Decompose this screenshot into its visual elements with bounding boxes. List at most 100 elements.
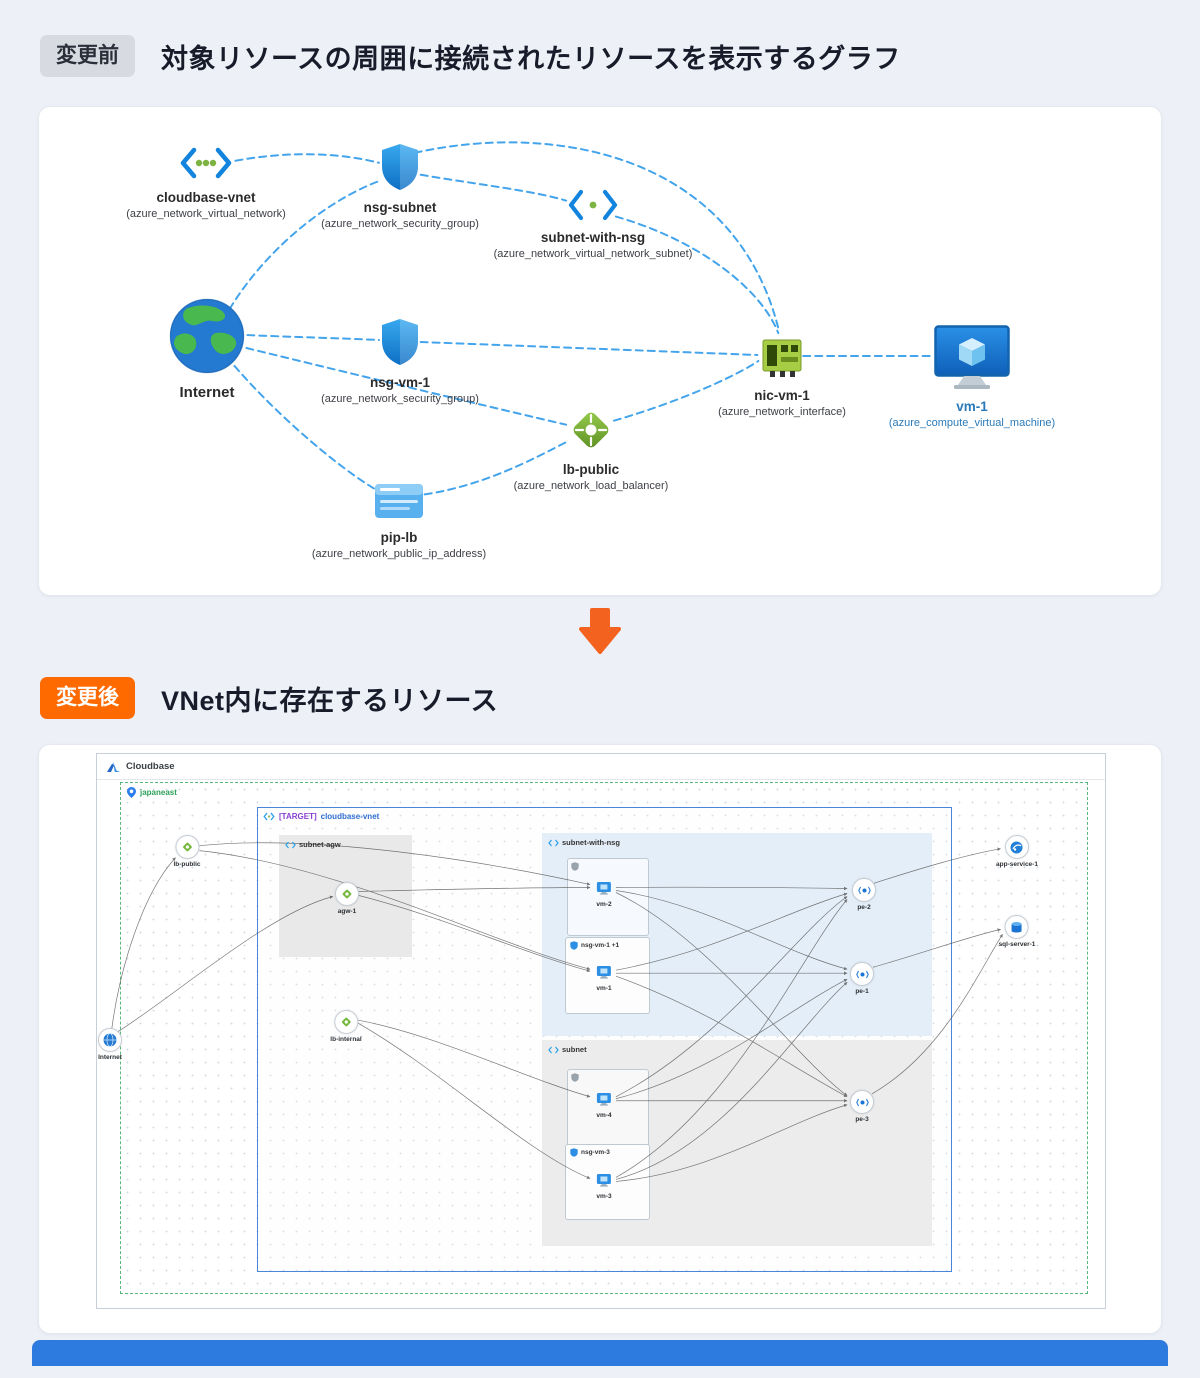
- subnet-icon: [453, 189, 733, 221]
- node-pip-lb[interactable]: pip-lb (azure_network_public_ip_address): [259, 481, 539, 561]
- app-edges-canvas: [111, 842, 1003, 1182]
- sql-server-icon: [1011, 921, 1022, 932]
- virtual-machine-icon: [597, 1093, 611, 1106]
- app-node-vm-1[interactable]: vm-1: [596, 965, 612, 992]
- virtual-machine-icon: [832, 325, 1112, 390]
- brand-logo-icon: [107, 761, 120, 772]
- graph-edges-canvas: [228, 141, 932, 496]
- node-nsg-subnet[interactable]: nsg-subnet (azure_network_security_group…: [260, 143, 540, 231]
- network-security-group-icon: [260, 318, 540, 366]
- app-service-icon: [1010, 841, 1023, 853]
- node-label: Internet: [179, 384, 235, 401]
- node-label: vm-1: [956, 399, 988, 414]
- app-node-pe-2[interactable]: pe-2: [852, 878, 876, 911]
- app-node-vm-4[interactable]: vm-4: [596, 1092, 612, 1119]
- virtual-machine-icon: [597, 966, 611, 979]
- app-node-label: lb-public: [173, 861, 201, 868]
- subnet-agw-label: subnet-agw: [285, 840, 341, 849]
- app-node-label: pe-1: [855, 988, 869, 995]
- node-subnet-with-nsg[interactable]: subnet-with-nsg (azure_network_virtual_n…: [453, 189, 733, 261]
- app-node-lb-internal[interactable]: lb-internal: [330, 1010, 362, 1043]
- node-subtype: (azure_network_virtual_network_subnet): [493, 247, 693, 260]
- node-subtype: (azure_compute_virtual_machine): [888, 416, 1056, 429]
- app-node-vm-2[interactable]: vm-2: [596, 881, 612, 908]
- node-subtype: (azure_network_public_ip_address): [311, 547, 487, 560]
- nsg-vm-3-box-header: nsg-vm-3: [566, 1145, 649, 1157]
- target-name: cloudbase-vnet: [320, 812, 380, 821]
- before-title: 対象リソースの周囲に接続されたリソースを表示するグラフ: [161, 43, 901, 74]
- virtual-network-icon: [66, 145, 346, 181]
- bottom-bar: [32, 1340, 1168, 1366]
- node-nsg-vm-1[interactable]: nsg-vm-1 (azure_network_security_group): [260, 318, 540, 406]
- load-balancer-icon: [341, 1017, 351, 1027]
- virtual-machine-icon: [597, 882, 611, 895]
- before-header: 変更前 対象リソースの周囲に接続されたリソースを表示するグラフ: [40, 30, 1200, 82]
- node-label: nsg-vm-1: [369, 375, 430, 390]
- after-badge: 変更後: [40, 677, 135, 719]
- node-subtype: (azure_network_interface): [718, 405, 846, 418]
- internet-globe-icon: [67, 297, 347, 375]
- node-cloudbase-vnet[interactable]: cloudbase-vnet (azure_network_virtual_ne…: [66, 145, 346, 221]
- node-internet[interactable]: Internet: [67, 297, 347, 403]
- before-badge: 変更前: [40, 35, 135, 77]
- app-header: Cloudbase: [97, 754, 1105, 780]
- app-node-label: vm-4: [596, 1112, 612, 1119]
- app-node-agw-1[interactable]: agw-1: [335, 882, 359, 915]
- subnet-agw-name: subnet-agw: [299, 840, 341, 849]
- network-security-group-icon: [260, 143, 540, 191]
- nsg-vm-1-box-name: nsg-vm-1 +1: [581, 942, 620, 949]
- public-ip-icon: [259, 481, 539, 521]
- region-name: japaneast: [140, 788, 177, 797]
- app-node-label: vm-3: [596, 1193, 612, 1200]
- private-endpoint-icon: [857, 886, 871, 894]
- network-interface-icon: [642, 333, 922, 379]
- target-prefix: [TARGET]: [279, 812, 317, 821]
- private-endpoint-icon: [855, 1098, 869, 1106]
- before-graph-card: cloudbase-vnet (azure_network_virtual_ne…: [38, 106, 1162, 596]
- down-arrow-icon: [579, 608, 621, 654]
- app-node-label: sql-server-1: [998, 941, 1036, 948]
- virtual-network-icon: [263, 812, 275, 821]
- application-gateway-icon: [342, 889, 352, 899]
- shield-icon: [571, 862, 579, 871]
- virtual-machine-icon: [597, 1174, 611, 1187]
- after-app-card: Cloudbase japaneast [TARGET] cloudbase-v…: [38, 744, 1162, 1334]
- node-label: cloudbase-vnet: [156, 190, 256, 205]
- subnet-label: subnet: [548, 1045, 587, 1054]
- app-node-label: lb-internal: [330, 1036, 362, 1043]
- subnet-icon: [548, 839, 559, 846]
- internet-globe-icon: [103, 1033, 117, 1047]
- target-vnet-label: [TARGET] cloudbase-vnet: [263, 812, 379, 821]
- load-balancer-icon: [451, 407, 731, 453]
- app-node-app-service-1[interactable]: app-service-1: [996, 835, 1038, 868]
- app-node-vm-3[interactable]: vm-3: [596, 1173, 612, 1200]
- app-node-lb-public[interactable]: lb-public: [173, 835, 201, 868]
- node-label: lb-public: [562, 462, 620, 477]
- nsg-vm-1-box-header: nsg-vm-1 +1: [566, 938, 649, 950]
- subnet-name: subnet: [562, 1045, 587, 1054]
- node-lb-public[interactable]: lb-public (azure_network_load_balancer): [451, 407, 731, 493]
- node-label: subnet-with-nsg: [540, 230, 646, 245]
- node-label: nsg-subnet: [363, 200, 437, 215]
- app-node-pe-3[interactable]: pe-3: [850, 1090, 874, 1123]
- subnet-icon: [548, 1046, 559, 1053]
- app-node-label: agw-1: [337, 908, 357, 915]
- app-node-label: vm-2: [596, 901, 612, 908]
- after-header: 変更後 VNet内に存在するリソース: [40, 672, 1200, 724]
- app-node-pe-1[interactable]: pe-1: [850, 962, 874, 995]
- vm-2-box: [567, 858, 649, 936]
- shield-icon: [571, 1073, 579, 1082]
- node-subtype: (azure_network_security_group): [321, 217, 479, 230]
- subnet-with-nsg-name: subnet-with-nsg: [562, 838, 620, 847]
- shield-icon: [570, 941, 578, 950]
- after-title: VNet内に存在するリソース: [161, 685, 499, 716]
- node-nic-vm-1[interactable]: nic-vm-1 (azure_network_interface): [642, 333, 922, 419]
- app-node-internet[interactable]: Internet: [98, 1028, 122, 1061]
- private-endpoint-icon: [855, 970, 869, 978]
- app-node-sql-server-1[interactable]: sql-server-1: [998, 915, 1036, 948]
- node-vm-1[interactable]: vm-1 (azure_compute_virtual_machine): [832, 325, 1112, 430]
- brand-name: Cloudbase: [126, 761, 175, 772]
- app-node-label: app-service-1: [996, 861, 1038, 868]
- node-subtype: (azure_network_load_balancer): [513, 479, 669, 492]
